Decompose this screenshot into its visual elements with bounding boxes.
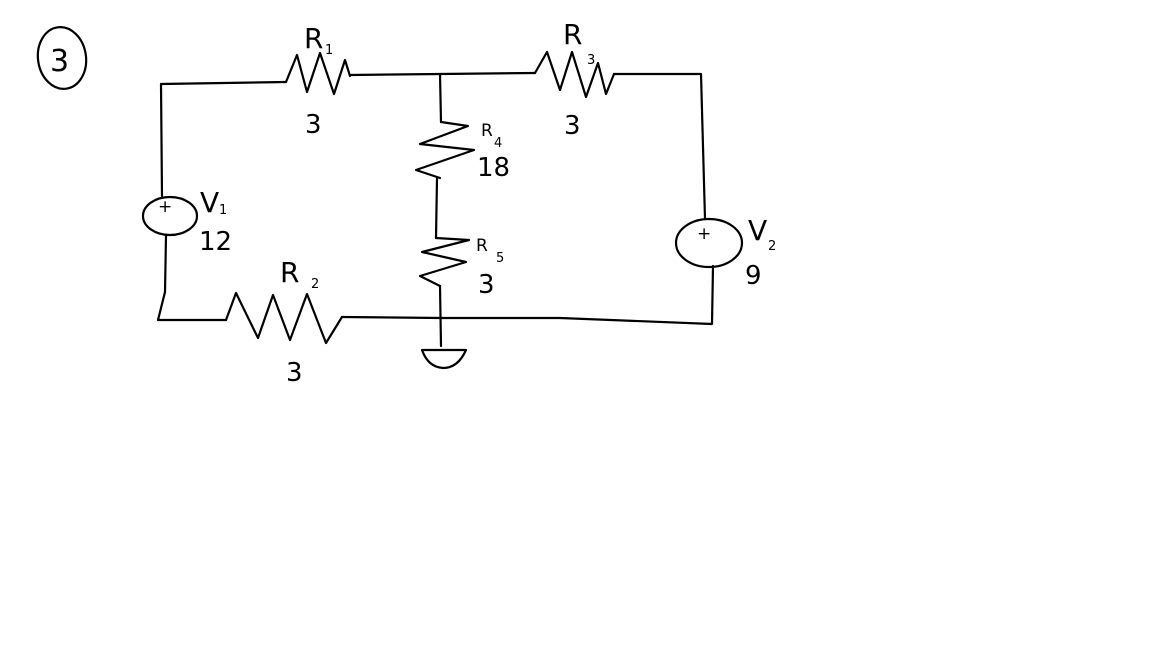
resistor-r3-symbol bbox=[533, 50, 616, 99]
resistor-r4-subscript: 4 bbox=[494, 136, 502, 151]
resistor-r1: R 1 3 bbox=[284, 22, 352, 140]
voltage-source-v2-subscript: 2 bbox=[768, 239, 776, 254]
resistor-r3: R 3 3 bbox=[533, 18, 616, 141]
voltage-source-v2-polarity: + bbox=[697, 224, 711, 244]
resistor-r4-symbol bbox=[414, 120, 476, 180]
resistor-r5-name: R bbox=[476, 236, 488, 256]
wires bbox=[156, 71, 715, 348]
voltage-source-v1: + V 1 12 bbox=[141, 186, 232, 257]
resistor-r5: R 5 3 bbox=[418, 236, 504, 300]
resistor-r4-value: 18 bbox=[477, 153, 510, 183]
voltage-source-v1-name: V bbox=[200, 186, 219, 219]
resistor-r3-name: R bbox=[563, 18, 582, 51]
resistor-r1-symbol bbox=[284, 51, 352, 96]
ground-symbol bbox=[420, 348, 468, 370]
resistor-r3-value: 3 bbox=[564, 111, 581, 141]
voltage-source-v2-symbol bbox=[674, 217, 744, 269]
voltage-source-v2: + V 2 9 bbox=[674, 214, 776, 291]
resistor-r2: R 2 3 bbox=[224, 256, 344, 388]
resistor-r2-value: 3 bbox=[286, 358, 303, 388]
resistor-r1-name: R bbox=[304, 22, 323, 55]
resistor-r2-subscript: 2 bbox=[311, 277, 319, 292]
resistor-r5-value: 3 bbox=[478, 270, 495, 300]
wire-branch-middle bbox=[434, 176, 439, 240]
resistor-r2-name: R bbox=[280, 256, 299, 289]
wire-branch-bottom bbox=[438, 284, 443, 348]
wire-top-right bbox=[612, 72, 707, 221]
wire-bottom bbox=[340, 264, 715, 326]
problem-number-badge: 3 bbox=[36, 26, 88, 90]
voltage-source-v2-value: 9 bbox=[745, 261, 762, 291]
resistor-r1-value: 3 bbox=[305, 110, 322, 140]
resistor-r2-symbol bbox=[224, 291, 344, 345]
resistor-r4-name: R bbox=[481, 121, 493, 141]
wire-top-middle bbox=[348, 71, 537, 77]
resistor-r5-subscript: 5 bbox=[496, 251, 504, 266]
wire-left-bottom bbox=[156, 234, 228, 322]
voltage-source-v1-value: 12 bbox=[199, 227, 232, 257]
voltage-source-v2-name: V bbox=[748, 214, 767, 247]
ground-icon bbox=[420, 348, 468, 370]
voltage-source-v1-subscript: 1 bbox=[219, 203, 227, 218]
resistor-r5-symbol bbox=[418, 236, 471, 288]
problem-number-circle bbox=[36, 26, 88, 90]
wire-left-top bbox=[159, 80, 288, 198]
voltage-source-v1-symbol bbox=[141, 195, 199, 237]
problem-number: 3 bbox=[50, 44, 69, 79]
resistor-r1-subscript: 1 bbox=[325, 43, 333, 58]
voltage-source-v1-polarity: + bbox=[158, 197, 172, 217]
wire-branch-top bbox=[438, 72, 443, 124]
resistor-r3-subscript: 3 bbox=[587, 53, 595, 68]
resistor-r4: R 4 18 bbox=[414, 120, 510, 183]
